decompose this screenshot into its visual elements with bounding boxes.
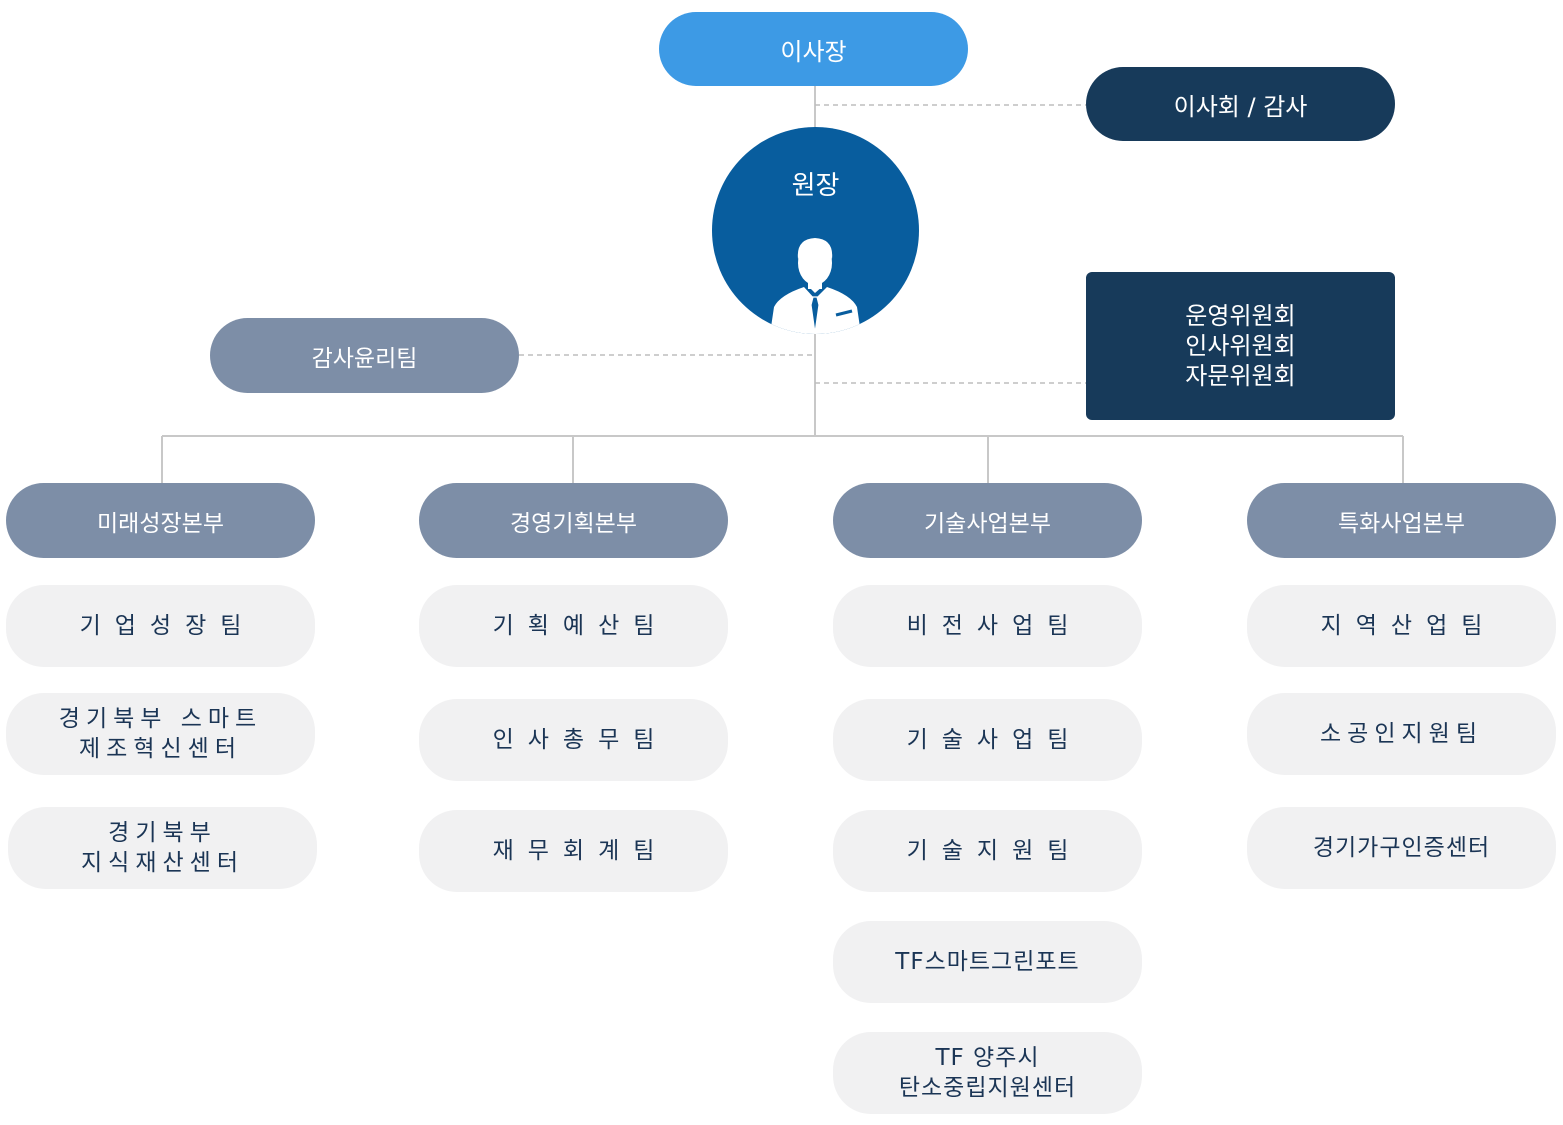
person-icon [770,238,861,334]
audit-ethics-team-node: 감사윤리팀 [210,318,519,393]
division-label: 경영기획본부 [510,510,637,537]
team-node: 소공인지원팀 [1247,693,1556,775]
committees-node: 운영위원회 인사위원회 자문위원회 [1086,272,1395,420]
team-label: 경기북부 지식재산센터 [81,820,244,876]
team-label: 소공인지원팀 [1320,721,1483,747]
chairman-node: 이사장 [659,12,968,86]
team-node: 기술사업팀 [833,699,1142,781]
division-label: 미래성장본부 [97,510,224,537]
team-node: 지역산업팀 [1247,585,1556,667]
team-label: 경기북부 스마트 제조혁신센터 [58,706,263,762]
division-management-planning: 경영기획본부 [419,483,728,558]
division-label: 기술사업본부 [924,510,1051,537]
team-node: 경기북부 지식재산센터 [8,807,317,889]
division-technology-business: 기술사업본부 [833,483,1142,558]
board-audit-node: 이사회 / 감사 [1086,67,1395,141]
team-node: 비전사업팀 [833,585,1142,667]
team-label: 비전사업팀 [906,613,1083,639]
team-label: TF 양주시 탄소중립지원센터 [898,1045,1077,1101]
team-node: TF스마트그린포트 [833,921,1142,1003]
team-node: TF 양주시 탄소중립지원센터 [833,1032,1142,1114]
team-node: 재무회계팀 [419,810,728,892]
audit-ethics-team-label: 감사윤리팀 [311,345,418,372]
division-future-growth: 미래성장본부 [6,483,315,558]
team-label: 재무회계팀 [492,838,669,864]
team-node: 기술지원팀 [833,810,1142,892]
team-node: 기업성장팀 [6,585,315,667]
team-label: 지역산업팀 [1320,613,1497,639]
team-node: 기획예산팀 [419,585,728,667]
division-specialized-business: 특화사업본부 [1247,483,1556,558]
committee-item: 인사위원회 [1185,332,1296,360]
team-label: 경기가구인증센터 [1312,835,1491,861]
committee-item: 운영위원회 [1185,302,1296,330]
president-label: 원장 [791,171,840,201]
team-label: 기획예산팀 [492,613,669,639]
president-node: 원장 [712,127,919,334]
team-label: 기업성장팀 [79,613,256,639]
team-label: 인사총무팀 [492,727,669,753]
team-node: 경기가구인증센터 [1247,807,1556,889]
team-node: 경기북부 스마트 제조혁신센터 [6,693,315,775]
chairman-label: 이사장 [780,37,847,66]
committee-item: 자문위원회 [1185,362,1296,390]
board-audit-label: 이사회 / 감사 [1173,92,1308,121]
team-label: 기술사업팀 [906,727,1083,753]
team-label: TF스마트그린포트 [895,949,1080,975]
team-node: 인사총무팀 [419,699,728,781]
division-label: 특화사업본부 [1338,510,1465,537]
team-label: 기술지원팀 [906,838,1083,864]
